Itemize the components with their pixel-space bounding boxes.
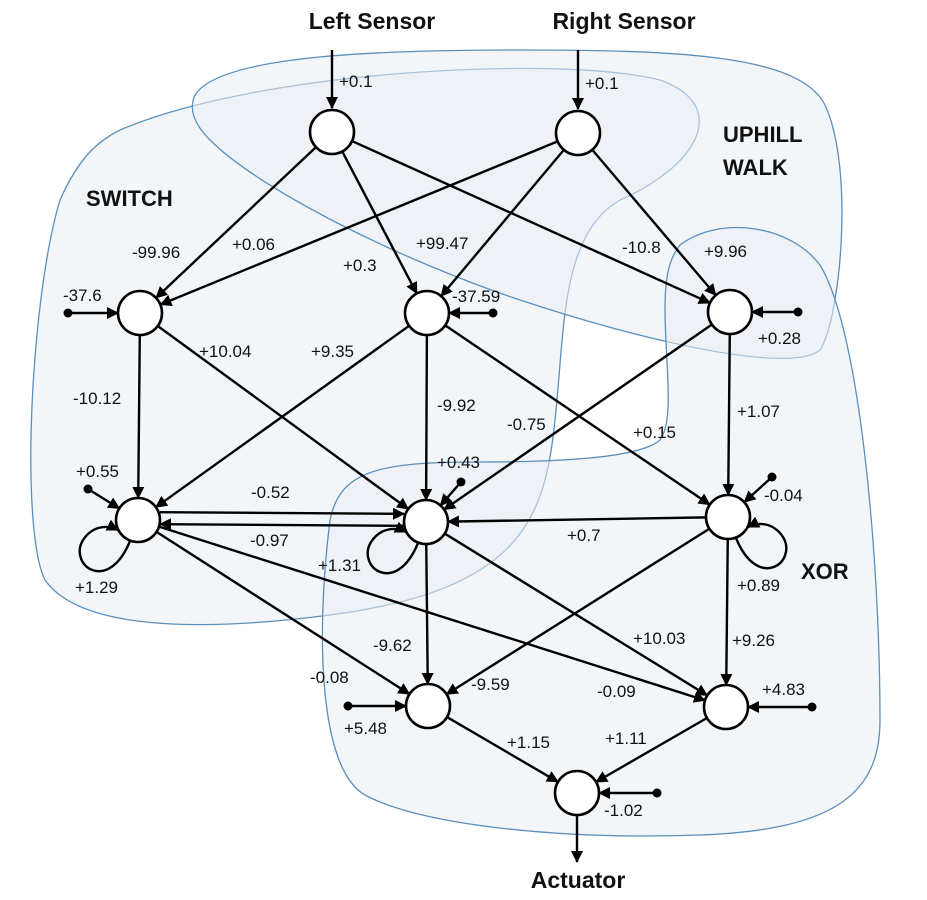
bias-arrow [439,481,462,507]
weight-label: +0.28 [758,329,801,348]
weight-label: +0.55 [76,462,119,481]
connection-arrow [445,527,711,696]
uphill-walk-module-label-line2: WALK [723,155,788,180]
connection-arrow [159,507,406,520]
weight-label: +9.35 [311,342,354,361]
connection-arrow [446,515,707,528]
hidden-neuron-right [706,288,754,336]
weight-label: +0.43 [437,453,480,472]
weight-label: +1.31 [318,556,361,575]
weight-label: +0.1 [585,74,619,93]
connection-arrow [341,150,418,295]
neurons [114,108,754,817]
connection-arrow [351,139,711,305]
connection-arrow [420,334,433,502]
weight-label: -1.02 [604,801,643,820]
connection-arrow [720,538,733,687]
weight-label: -9.59 [471,675,510,694]
connection-arrow [444,324,711,506]
weight-label: +1.29 [75,578,118,597]
left-input-neuron [308,108,356,156]
self-loop-arrow [366,521,420,575]
weight-label: +0.1 [339,72,373,91]
weight-label: +1.11 [605,729,647,748]
weight-label: -0.97 [250,531,289,550]
weight-label: -10.8 [622,238,661,257]
weight-label: +9.96 [704,242,747,261]
recurrent-neuron-right [704,493,752,541]
connection-arrow [155,324,410,509]
bias-source-dot [807,702,817,712]
connection-arrow [158,518,405,531]
lower-neuron-right [702,683,750,731]
left-sensor-label: Left Sensor [309,8,436,34]
connection-arrow [591,148,717,297]
hidden-neuron-center [403,289,451,337]
weight-label: -0.04 [764,486,803,505]
output-neuron [553,769,601,817]
weight-label: -9.92 [437,396,476,415]
weight-label: +5.48 [344,719,387,738]
weight-label: +9.26 [732,631,775,650]
bias-arrow [87,487,121,510]
connection-arrow [155,146,317,299]
bias-source-dot [63,308,73,318]
connection-arrow [132,334,145,500]
self-loop-arrow [734,516,788,570]
hidden-neuron-left [116,289,164,337]
connection-arrow [159,140,559,307]
bias-source-dot [652,788,662,798]
weight-label: +4.83 [762,680,805,699]
bias-source-dot [456,477,466,487]
connection-arrow [421,543,434,686]
weight-label: +10.04 [199,342,251,361]
weight-label: +0.15 [633,423,676,442]
bias-source-dot [343,701,353,711]
weight-label: -37.6 [63,286,102,305]
connection-arrow [446,716,559,783]
switch-module-label: SWITCH [86,186,173,211]
right-sensor-label: Right Sensor [552,8,695,34]
bias-arrow [743,476,773,504]
connection-arrow [158,525,706,703]
connection-arrow [155,530,411,696]
weight-label: -37.59 [452,287,500,306]
weight-label: -0.75 [507,415,546,434]
self-loop-arrow [78,519,132,573]
weight-label: -0.08 [310,668,349,687]
weight-label: +0.89 [737,576,780,595]
connection-arrow [722,333,735,497]
uphill-walk-module-label-line1: UPHILL [723,122,802,147]
weight-label: +0.06 [232,235,275,254]
weight-label: +0.7 [567,526,601,545]
bias-source-dot [488,308,498,318]
actuator-label: Actuator [531,867,626,893]
connection-arrow [440,149,565,297]
connections [63,50,817,863]
connection-arrow [443,323,713,511]
xor-module-label: XOR [801,559,849,584]
weight-label: -10.12 [73,389,121,408]
weight-label: +10.03 [633,629,685,648]
weight-label: +99.47 [416,234,468,253]
right-input-neuron [554,109,602,157]
weight-label: -0.09 [597,682,636,701]
bias-source-dot [793,307,803,317]
weight-labels: +0.1 +0.1 -99.96 +0.06 +0.3 +99.47 -10.8… [63,72,805,820]
weight-label: -9.62 [373,636,412,655]
bias-source-dot [83,484,93,494]
weight-label: -99.96 [132,243,180,262]
recurrent-neuron-center [402,498,450,546]
connection-arrow [595,716,708,784]
recurrent-neuron-left [114,496,162,544]
weight-label: +0.3 [343,256,377,275]
lower-neuron-left [404,682,452,730]
bias-source-dot [767,472,777,482]
weight-label: +1.15 [507,733,550,752]
connection-arrow [444,532,709,697]
weight-label: +1.07 [737,402,780,421]
weight-label: -0.52 [251,483,290,502]
